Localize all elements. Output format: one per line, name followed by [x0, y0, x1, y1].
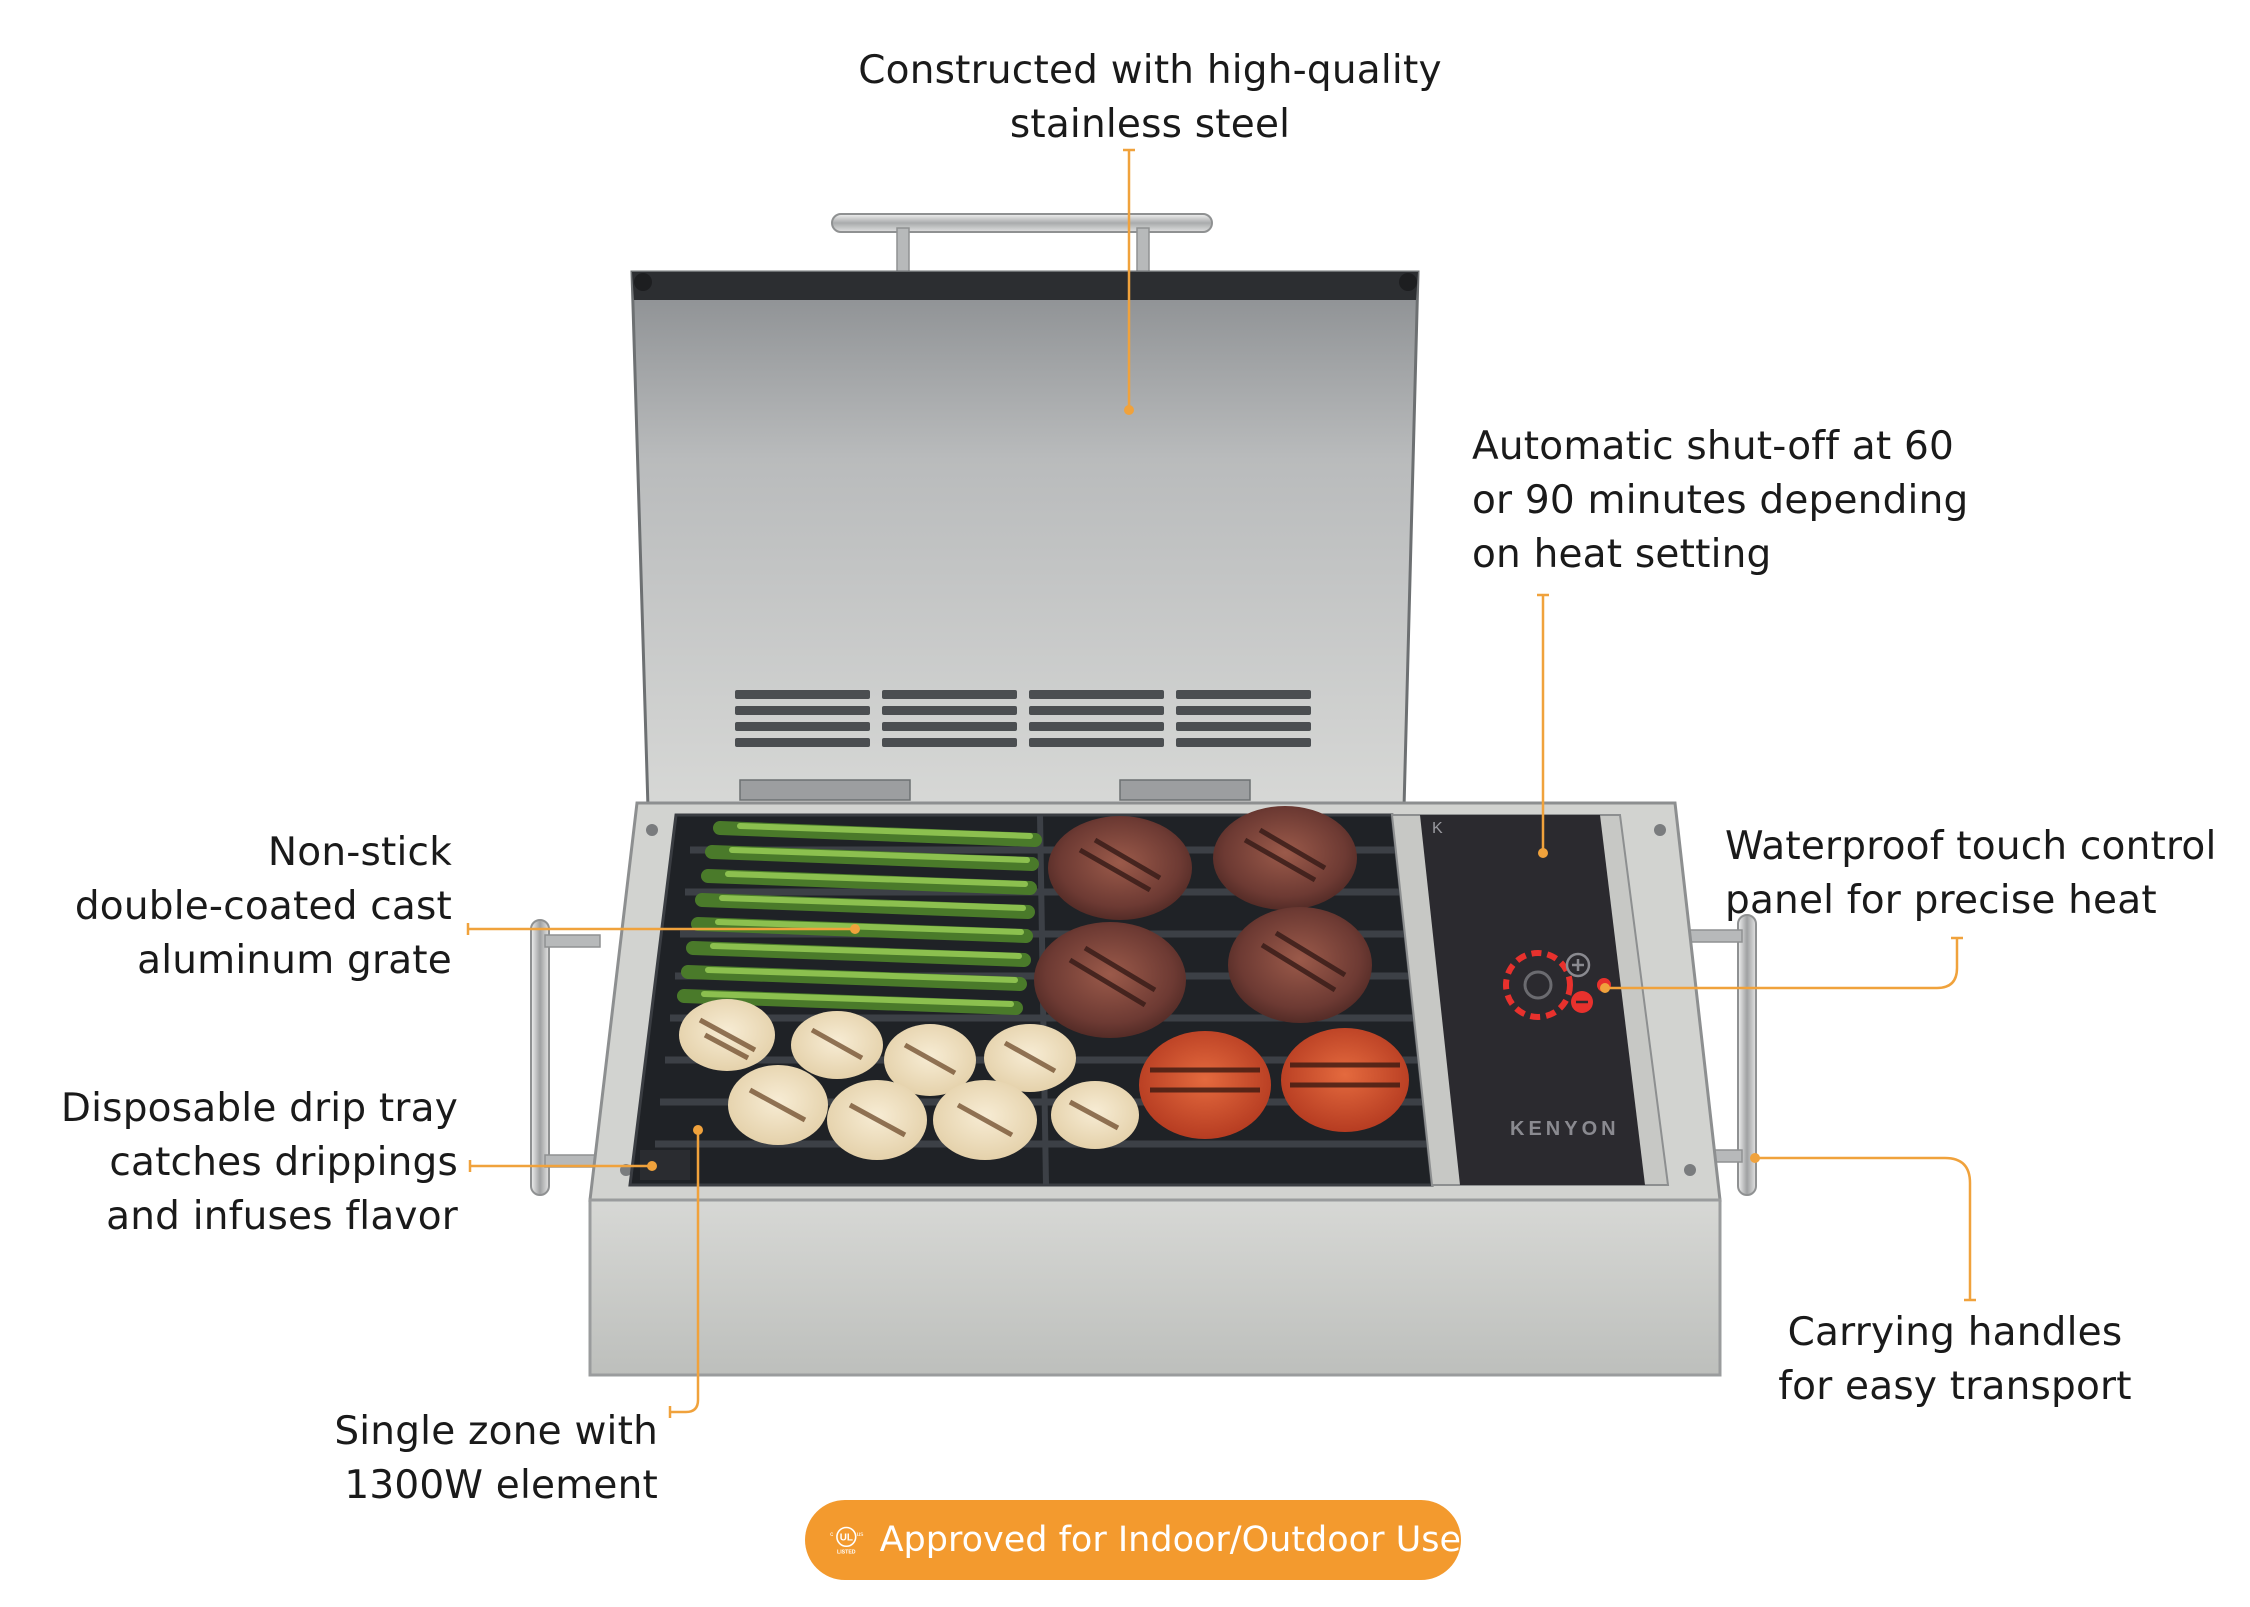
callout-line: for easy transport: [1778, 1364, 2132, 1409]
carrying-handle-left: [530, 919, 601, 1196]
steaks: [1034, 806, 1372, 1038]
ul-mark-listed: LISTED: [837, 1550, 856, 1556]
indoor-outdoor-badge: UL c us LISTED Approved for Indoor/Outdo…: [805, 1500, 1461, 1580]
callout-touch-panel: Waterproof touch control panel for preci…: [1725, 820, 2235, 928]
touch-dial[interactable]: [1503, 950, 1573, 1020]
callout-line: Disposable drip tray: [60, 1086, 458, 1131]
callout-drip-tray: Disposable drip tray catches drippings a…: [20, 1082, 458, 1244]
asparagus: [677, 821, 1042, 1015]
callout-line: double-coated cast: [74, 884, 452, 929]
touch-control-panel: K KENYON: [1390, 814, 1670, 1186]
callout-stainless-steel: Constructed with high-quality stainless …: [800, 44, 1500, 152]
callout-line: panel for precise heat: [1725, 878, 2157, 923]
callout-line: Waterproof touch control: [1725, 824, 2217, 869]
callout-line: aluminum grate: [137, 938, 452, 983]
lid-vents: [735, 690, 1311, 747]
ul-mark-us: us: [857, 1531, 864, 1538]
badge-text: Approved for Indoor/Outdoor Use: [879, 1520, 1461, 1560]
callout-line: catches drippings: [109, 1140, 458, 1185]
callout-line: Constructed with high-quality: [858, 48, 1442, 93]
ul-mark-c: c: [830, 1531, 833, 1538]
panel-logo-letter: K: [1432, 820, 1443, 837]
callout-line: Carrying handles: [1787, 1310, 2123, 1355]
callout-grate: Non-stick double-coated cast aluminum gr…: [40, 826, 452, 988]
callout-line: and infuses flavor: [106, 1194, 458, 1239]
callout-line: Automatic shut-off at 60: [1472, 424, 1954, 469]
callout-line: stainless steel: [1009, 102, 1291, 147]
grill-lid: [630, 270, 1420, 810]
callout-line: on heat setting: [1472, 532, 1772, 577]
scallops: [679, 999, 1139, 1160]
callout-line: or 90 minutes depending: [1472, 478, 1969, 523]
callout-carrying-handles: Carrying handles for easy transport: [1740, 1306, 2170, 1414]
ul-listed-icon: UL c us LISTED: [830, 1526, 864, 1556]
ul-mark-ul: UL: [840, 1533, 853, 1544]
callout-line: 1300W element: [344, 1463, 658, 1508]
callout-line: Single zone with: [334, 1409, 658, 1454]
panel-brand: KENYON: [1510, 1118, 1620, 1140]
minus-icon[interactable]: [1571, 991, 1593, 1013]
callout-dots: [647, 405, 1760, 1171]
callout-leaders: [466, 148, 1976, 1418]
tomatoes: [1139, 1028, 1409, 1139]
callout-auto-shutoff: Automatic shut-off at 60 or 90 minutes d…: [1472, 420, 2032, 582]
callout-single-zone: Single zone with 1300W element: [300, 1405, 658, 1513]
plus-icon[interactable]: [1565, 952, 1591, 978]
lid-handle: [831, 213, 1213, 275]
callout-line: Non-stick: [267, 830, 452, 875]
